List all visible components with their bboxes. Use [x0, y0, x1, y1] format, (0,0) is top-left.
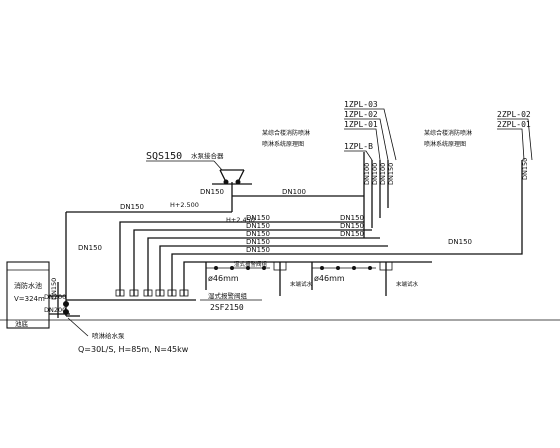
dn-label: DN150 — [246, 222, 270, 230]
dn-label: DN100 — [282, 188, 306, 196]
right-system-subtitle: 喷淋系统原理图 — [424, 140, 466, 148]
riser-label-1zpl-02: 1ZPL-02 — [344, 110, 378, 119]
riser-leader — [344, 128, 381, 161]
dn-label: DN150 — [340, 214, 364, 222]
riser-group-left: 1ZPL-03 1ZPL-02 1ZPL-01 1ZPL-B DN100 DN1… — [344, 100, 397, 238]
alarm-valve-note: 湿式报警阀组 — [234, 260, 268, 268]
dn-label: DN150 — [246, 238, 270, 246]
pump-adapter-label: SQS150 — [146, 151, 182, 162]
riser-dn-label: DN100 — [371, 163, 379, 185]
dn-label: DN150 — [340, 222, 364, 230]
pump-spec: Q=30L/S, H=85m, N=45kw — [78, 345, 189, 354]
right-system-title: 某综合楼消防喷淋 — [424, 129, 472, 137]
riser-label-1zpl-03: 1ZPL-03 — [344, 100, 378, 109]
pipe-rows — [119, 221, 523, 296]
riser-dn-label: DN100 — [363, 163, 371, 185]
riser-label-2zpl-02: 2ZPL-02 — [497, 110, 531, 119]
header-valves — [115, 289, 189, 297]
riser-label-2zpl-01: 2ZPL-01 — [497, 120, 531, 129]
riser-dn-label: DN150 — [521, 158, 529, 180]
riser-group-right: 2ZPL-02 2ZPL-01 DN150 — [497, 110, 533, 248]
left-system-title: 某综合楼消防喷淋 — [262, 129, 310, 137]
tank-volume: V=324m — [14, 295, 45, 303]
pump-name: 喷淋给水泵 — [92, 331, 125, 340]
diameter-label: ø46mm — [208, 274, 239, 283]
dn-label: DN150 — [120, 203, 144, 211]
dn-label: DN150 — [246, 246, 270, 254]
test-valve-note: 末端试水 — [396, 280, 419, 288]
riser-label-1zpl-b: 1ZPL-B — [344, 142, 373, 151]
riser-dn-label: DN100 — [379, 163, 387, 185]
riser-leader — [344, 118, 389, 161]
leader-line — [67, 317, 89, 337]
tank-label: 消防水池 — [14, 281, 42, 290]
dn-label: DN150 — [340, 230, 364, 238]
riser-leader — [344, 150, 373, 161]
leader-line — [213, 160, 223, 171]
sprinkler-branch-2 — [311, 261, 393, 296]
pump-adapter-note: 水泵接合器 — [191, 151, 224, 160]
dn-label: DN150 — [78, 244, 102, 252]
dn-label: DN150 — [448, 238, 472, 246]
zone-code: 2SF2150 — [210, 303, 244, 312]
dn-label: DN150 — [246, 214, 270, 222]
sprinkler-branch-1 — [205, 261, 287, 296]
left-system-subtitle: 喷淋系统原理图 — [262, 140, 304, 148]
water-tank — [6, 261, 50, 329]
pump-adapter-body — [212, 169, 252, 192]
diameter-label: ø46mm — [314, 274, 345, 283]
elevation-mark: H+2.500 — [170, 201, 199, 209]
elevation-mark: H+2.450 — [226, 216, 255, 224]
fire-pumps — [49, 282, 80, 318]
alarm-valve-group-note: 湿式报警阀组 — [208, 291, 248, 300]
dn-label: DN200 — [44, 306, 66, 314]
dn-label: DN150 — [200, 188, 224, 196]
tank-bottom-label: 池底 — [15, 319, 29, 328]
riser-dn-label: DN150 — [387, 163, 395, 185]
dn-label: DN150 — [50, 278, 58, 300]
riser-leader — [497, 118, 533, 161]
test-valve-note: 末端试水 — [290, 280, 313, 288]
riser-label-1zpl-01: 1ZPL-01 — [344, 120, 378, 129]
dn-label: DN200 — [44, 293, 66, 301]
dn-label: DN150 — [246, 230, 270, 238]
riser-leader — [344, 108, 397, 161]
riser-leader — [497, 128, 525, 161]
